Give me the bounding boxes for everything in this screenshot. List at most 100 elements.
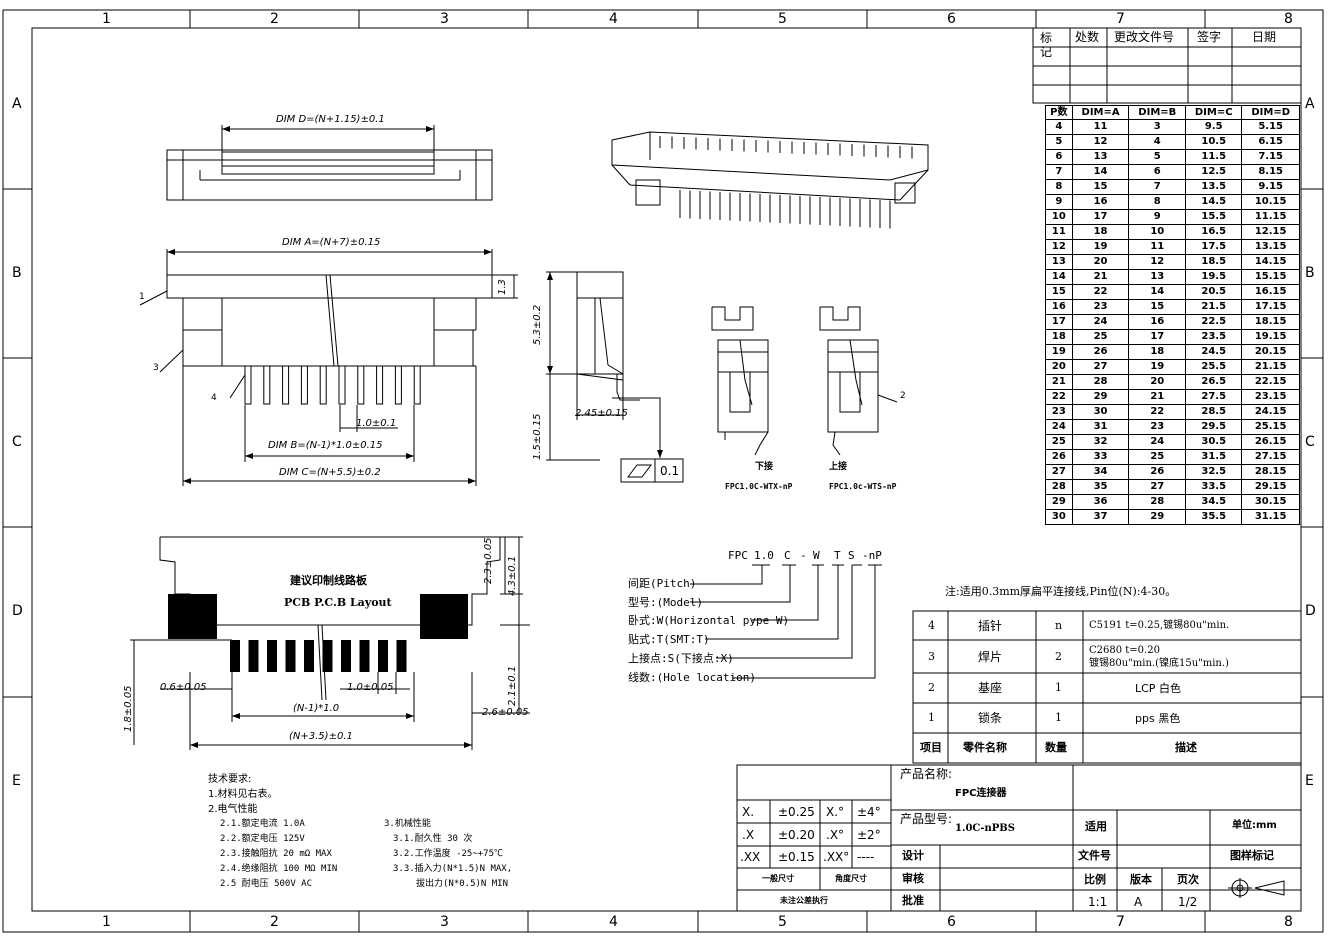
tol-2-a: .X — [742, 828, 755, 842]
legend-horizontal: 卧式:W(Horizontal pype W) — [628, 614, 790, 627]
dim-table-cell: 24.15 — [1241, 404, 1300, 420]
pcb-width-2: 1.0±0.05 — [347, 682, 394, 693]
dim-table-cell: 6 — [1128, 164, 1187, 180]
dim-table-cell: 12 — [1071, 134, 1130, 150]
pcb-height-3: 2.1±0.1 — [507, 665, 518, 706]
dim-table-cell: 28.5 — [1185, 404, 1243, 420]
callout-2: 2 — [900, 391, 906, 401]
callout-1: 1 — [139, 292, 145, 302]
product-name-label: 产品名称: — [900, 767, 953, 781]
bom-header-name: 零件名称 — [963, 741, 1007, 754]
product-model: 1.0C-nPBS — [955, 823, 1015, 834]
side-height-3: 1.5±0.15 — [532, 413, 543, 460]
bom-table-lines — [912, 610, 1302, 764]
dim-table-cell: 21 — [1071, 269, 1130, 285]
tech-line-2: 2.电气性能 — [208, 804, 258, 815]
legend-pitch: 间距(Pitch) — [628, 577, 697, 590]
dim-table-cell: 20.5 — [1185, 284, 1243, 300]
dim-table-cell: 18.5 — [1185, 254, 1243, 270]
pcb-pad — [267, 640, 277, 672]
zone-row-d-right: D — [1305, 603, 1316, 619]
dim-table-cell: 29.5 — [1185, 419, 1243, 435]
dim-table-cell: 15.15 — [1241, 269, 1300, 285]
dim-table-header-cell: DIM=C — [1185, 105, 1243, 120]
dim-table-cell: 9.15 — [1241, 179, 1300, 195]
dim-table-cell: 17.15 — [1241, 299, 1300, 315]
scale-value: 1:1 — [1088, 895, 1108, 909]
dim-table-cell: 25 — [1128, 449, 1187, 465]
dim-table-cell: 34 — [1071, 464, 1130, 480]
dim-table-cell: 22 — [1045, 389, 1073, 405]
dim-table-cell: 25 — [1071, 329, 1130, 345]
dim-table-cell: 11.5 — [1185, 149, 1243, 165]
dim-table-cell: 18.15 — [1241, 314, 1300, 330]
revision-header-doc: 更改文件号 — [1114, 30, 1175, 44]
dim-table-cell: 27 — [1128, 479, 1187, 495]
side-height-2: 5.3±0.2 — [532, 304, 543, 345]
flatness-value: 0.1 — [660, 464, 680, 478]
dim-table-cell: 37 — [1071, 509, 1130, 525]
dim-table-cell: 26.15 — [1241, 434, 1300, 450]
zone-col-7: 7 — [1116, 11, 1125, 27]
side-height-1: 1.3 — [497, 279, 508, 295]
bom-row-3-item: 3 — [928, 650, 935, 663]
pitch-label: 1.0±0.1 — [356, 418, 397, 429]
tech-line-4: 2.2.额定电压 125V — [220, 834, 305, 844]
dim-table-cell: 20.15 — [1241, 344, 1300, 360]
front-pin — [244, 365, 252, 405]
tol-1-d: ±4° — [857, 805, 881, 819]
dim-table-header-cell: DIM=B — [1128, 105, 1187, 120]
dim-table-cell: 16 — [1128, 314, 1187, 330]
bom-row-3-qty: 2 — [1055, 650, 1062, 663]
dim-table-cell: 14.5 — [1185, 194, 1243, 210]
pcb-pad — [378, 640, 388, 672]
dim-table-cell: 31.15 — [1241, 509, 1300, 525]
pcb-height-4: 1.8±0.05 — [123, 685, 134, 732]
tech-line-10: 3.2.工作温度 -25~+75℃ — [393, 849, 504, 859]
dim-table-cell: 10 — [1128, 224, 1187, 240]
tech-title: 技术要求: — [208, 774, 252, 785]
dim-table-cell: 30.15 — [1241, 494, 1300, 510]
bom-row-4-item: 4 — [928, 619, 935, 632]
dim-table-cell: 29 — [1071, 389, 1130, 405]
bom-row-4-desc: C5191 t=0.25,镀锡80u"min. — [1089, 620, 1230, 631]
dim-table-cell: 9.5 — [1185, 119, 1243, 135]
revision-header-mark: 标记 — [1040, 31, 1053, 59]
dim-table-header-cell: DIM=D — [1241, 105, 1300, 120]
tol-3-d: ---- — [857, 850, 875, 864]
dim-table-cell: 21.15 — [1241, 359, 1300, 375]
part-code-pins: -nP — [862, 549, 882, 562]
part-code-smt: T — [834, 549, 841, 562]
zone-row-a-right: A — [1305, 96, 1315, 112]
bom-row-2-item: 2 — [928, 681, 935, 694]
dim-table-cell: 7 — [1128, 179, 1187, 195]
dim-table-cell: 13 — [1045, 254, 1073, 270]
dim-table-cell: 5.15 — [1241, 119, 1300, 135]
contact-top — [819, 306, 898, 456]
dim-table-cell: 24 — [1045, 419, 1073, 435]
front-view-top — [166, 125, 493, 201]
zone-row-b-right: B — [1305, 265, 1315, 281]
zone-col-8: 8 — [1284, 11, 1293, 27]
dim-table-cell: 21 — [1128, 389, 1187, 405]
dim-table-cell: 15 — [1071, 179, 1130, 195]
dim-a-label: DIM A=(N+7)±0.15 — [282, 237, 381, 248]
version-label: 版本 — [1130, 873, 1152, 886]
bom-header-desc: 描述 — [1175, 741, 1197, 754]
front-pin — [263, 365, 271, 405]
dim-table-cell: 10 — [1045, 209, 1073, 225]
unspecified-tolerance: 未注公差执行 — [780, 896, 828, 905]
contact-bottom-code: FPC1.0C-WTX-nP — [725, 482, 793, 491]
dim-table-cell: 18 — [1128, 344, 1187, 360]
pcb-width-1: 0.6±0.05 — [160, 682, 207, 693]
pcb-height-1: 2.3±0.05 — [483, 537, 494, 584]
